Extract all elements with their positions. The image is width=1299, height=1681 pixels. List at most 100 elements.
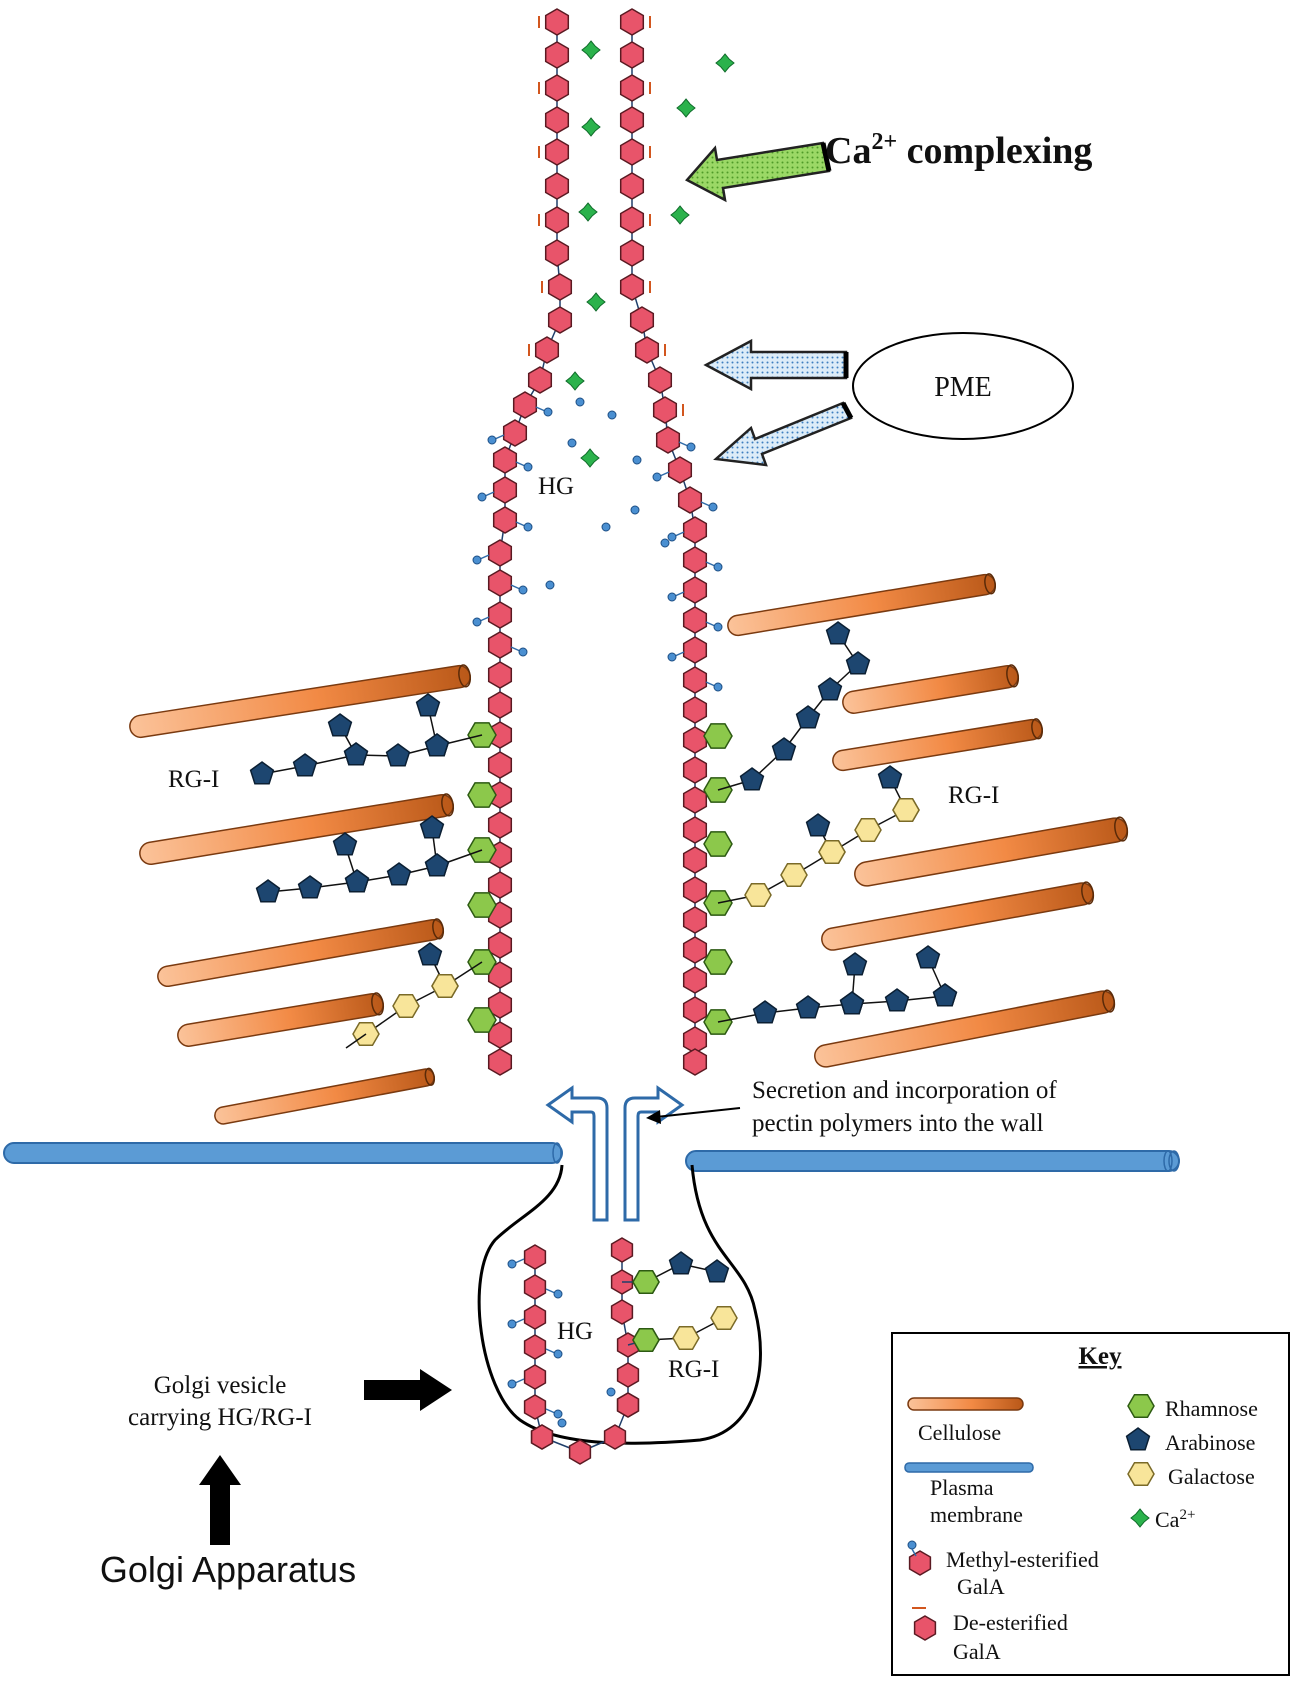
arabinose-unit [752,1000,778,1024]
key-deest-line2: GalA [953,1639,1001,1664]
arabinose-unit [795,705,821,729]
secretion-arrows [545,1085,685,1222]
rhamnose-unit [467,892,497,918]
gala-unit [629,306,655,334]
methyl-group [607,410,617,420]
gala-unit [544,74,570,102]
rhamnose-unit [467,1007,497,1033]
methyl-group [907,1540,917,1550]
arabinose-unit [817,677,843,701]
methyl-group [713,622,723,632]
cellulose-fibril [214,1067,436,1125]
gala-unit [523,1304,547,1330]
plasma-membrane [3,1142,1180,1172]
gala-unit [610,1299,634,1325]
gala-unit [616,1362,640,1388]
gala-unit [492,446,518,474]
gala-unit [682,876,708,904]
hg-top-label: HG [538,473,574,500]
rhamnose-unit [467,782,497,808]
arabinose-unit [344,869,370,893]
arabinose-unit [739,767,765,791]
gala-unit [652,396,678,424]
cellulose-fibril [129,664,472,739]
gala-unit [523,1364,547,1390]
methyl-group [472,555,482,565]
rhamnose-unit [632,1327,660,1353]
methyl-group [507,1379,517,1389]
arabinose-unit [292,753,318,777]
calcium-ion [586,292,606,312]
gala-unit [682,1048,708,1076]
gala-unit [619,8,645,36]
galactose-unit [392,993,420,1019]
arabinose-unit [704,1259,730,1283]
key-methyl-line2: GalA [957,1574,1005,1599]
gala-unit [527,366,553,394]
gala-unit [487,569,513,597]
cellulose-fibril [832,718,1044,772]
key-plasma-line2: membrane [930,1502,1023,1527]
rg1-vesicle-label: RG-I [668,1356,719,1383]
gala-unit [523,1244,547,1270]
calcium-ion [1130,1508,1150,1528]
gala-unit [492,506,518,534]
methyl-group [487,435,497,445]
methyl-group [713,562,723,572]
arabinose-unit [825,621,851,645]
arabinose-unit [795,995,821,1019]
gala-unit [530,1424,554,1450]
gala-unit [667,456,693,484]
gala-unit [682,936,708,964]
methyl-group [507,1259,517,1269]
cellulose-fibril [139,793,455,865]
gala-unit [682,906,708,934]
gala-unit [603,1424,627,1450]
methyl-group [477,492,487,502]
gala-unit [610,1237,634,1263]
rhamnose-unit [632,1269,660,1295]
arabinose-unit [297,875,323,899]
gala-unit [682,516,708,544]
rhamnose-unit [703,831,733,857]
gala-unit [544,106,570,134]
arabinose-unit [842,952,868,976]
methyl-group [667,592,677,602]
gala-unit [544,8,570,36]
arabinose-unit [805,813,831,837]
methyl-group [507,1319,517,1329]
golgi-vesicle-label-line2: carrying HG/RG-I [128,1404,312,1431]
gala-unit [487,811,513,839]
gala-unit [655,426,681,454]
gala-unit [487,539,513,567]
pme-arrows [703,338,854,467]
gala-unit [619,41,645,69]
gala-unit [682,996,708,1024]
methyl-group [567,438,577,448]
galactose-unit [431,973,459,999]
methyl-group [545,580,555,590]
methyl-group [575,397,585,407]
gala-unit [682,576,708,604]
gala-unit [487,1048,513,1076]
arabinose-unit [1125,1427,1151,1451]
gala-unit [619,74,645,102]
gala-unit [547,306,573,334]
secretion-label-line1: Secretion and incorporation of [752,1077,1057,1104]
key-plasma-line1: Plasma [930,1475,994,1500]
key-title: Key [1078,1343,1122,1370]
methyl-group [553,1409,563,1419]
methyl-group [472,617,482,627]
gala-unit [634,336,660,364]
cellulose-fibril [821,881,1095,951]
secretion-label-line2: pectin polymers into the wall [752,1110,1044,1137]
galactose-unit [854,817,882,843]
arabinose-unit [877,765,903,789]
gala-unit [487,631,513,659]
calcium-ion [580,448,600,468]
gala-unit [487,661,513,689]
rhamnose-unit [703,949,733,975]
arabinose-unit [884,988,910,1012]
cellulose-fibrils [129,573,1129,1125]
